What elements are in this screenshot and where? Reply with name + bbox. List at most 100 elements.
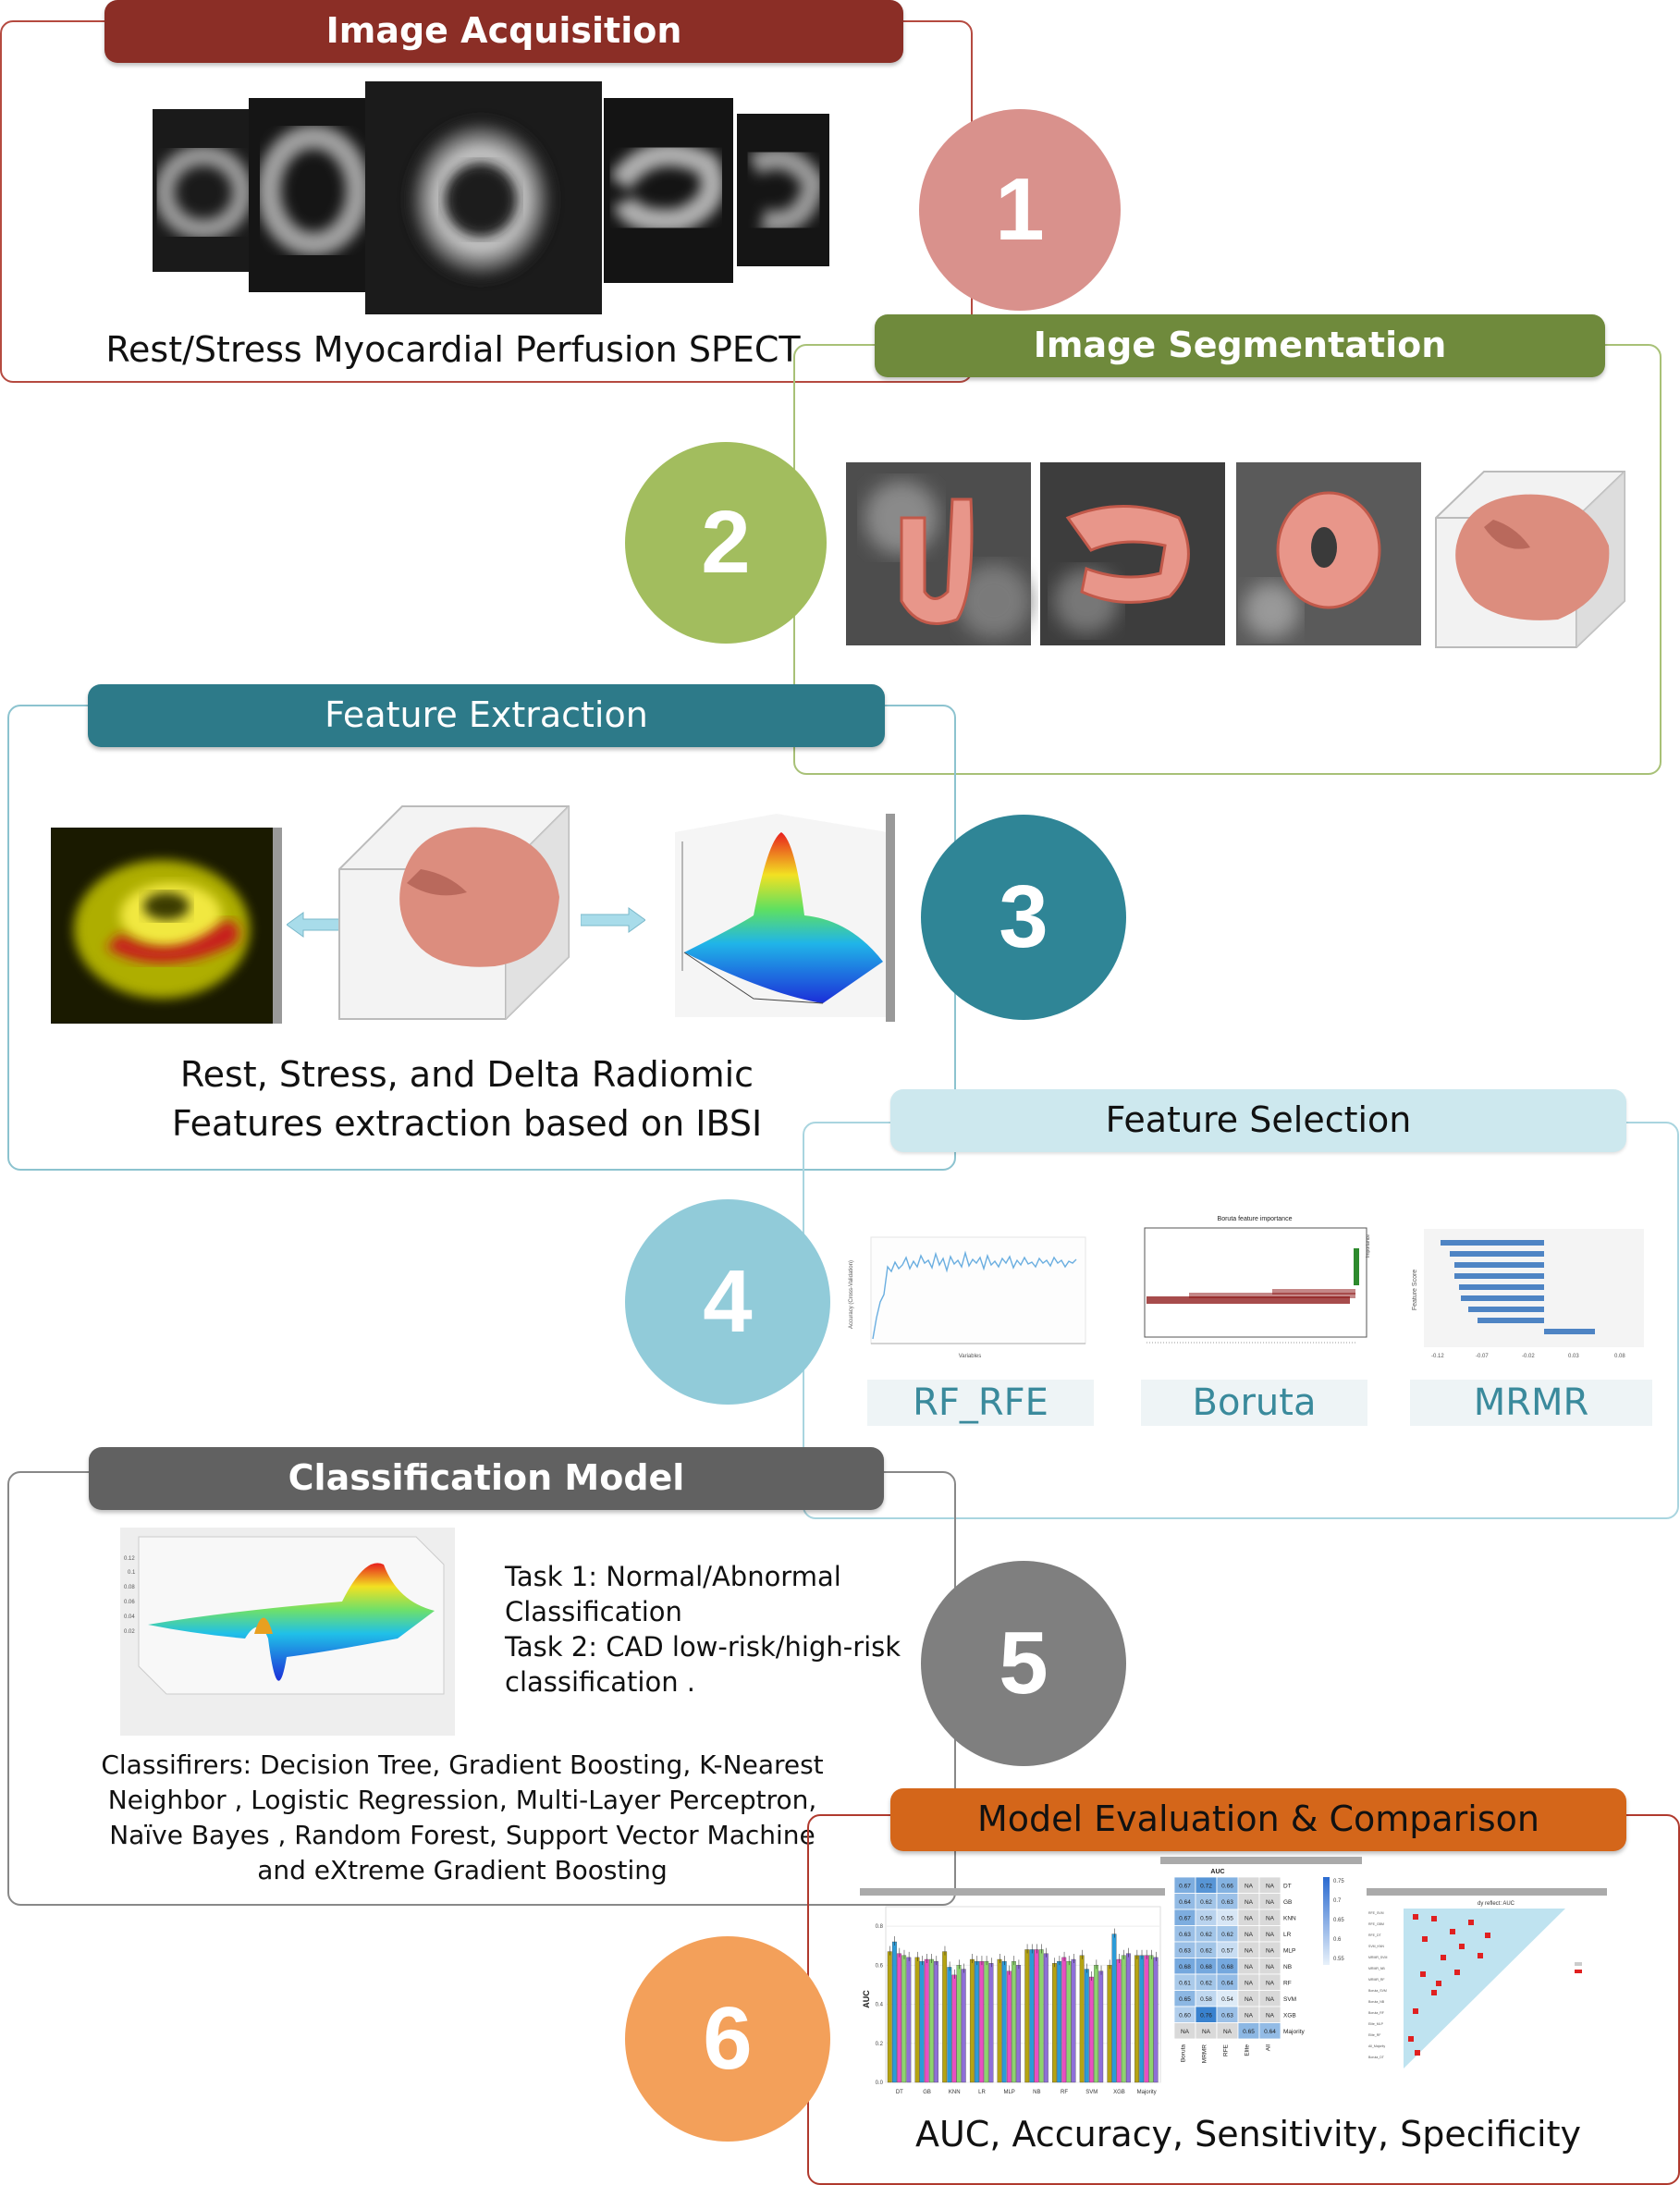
- chart-header-strip: [860, 1888, 1165, 1896]
- heatmap-legend-tick: 0.6: [1333, 1937, 1342, 1943]
- svg-text:All_Majority: All_Majority: [1368, 2044, 1385, 2048]
- heatmap-cell-value: 0.67: [1179, 1915, 1191, 1921]
- heatmap-cell-value: NA: [1202, 2029, 1211, 2035]
- bar: [1016, 1965, 1022, 2083]
- heatmap-cell-value: 0.62: [1200, 1932, 1212, 1938]
- step-3-circle: 3: [921, 815, 1126, 1020]
- heatmap-cell-value: NA: [1266, 1964, 1275, 1970]
- step-1-circle: 1: [919, 109, 1121, 311]
- heatmap-cell-value: NA: [1245, 1883, 1254, 1889]
- heatmap-cell-value: 0.62: [1221, 1932, 1233, 1938]
- heatmap-legend-tick: 0.55: [1333, 1957, 1344, 1962]
- heatmap-col-label: Elite: [1245, 2044, 1251, 2056]
- bar: [887, 1951, 892, 2083]
- svg-text:RFE_DT: RFE_DT: [1368, 1933, 1381, 1937]
- y-tick-label: 0.2: [876, 2042, 884, 2047]
- svg-text:0.03: 0.03: [1568, 1354, 1579, 1359]
- heatmap-cell-value: NA: [1245, 1980, 1254, 1986]
- svg-text:RFE_GBM: RFE_GBM: [1368, 1922, 1384, 1926]
- heatmap-cell-value: 0.68: [1221, 1964, 1233, 1970]
- bar: [975, 1960, 979, 2083]
- heatmap-cell-value: NA: [1245, 2012, 1254, 2019]
- heatmap-cell-value: 0.63: [1221, 1899, 1233, 1906]
- heatmap-row-label: Majority: [1283, 2029, 1306, 2035]
- extraction-title: Feature Extraction: [325, 694, 648, 735]
- selection-banner: Feature Selection: [890, 1089, 1626, 1152]
- bar: [1034, 1949, 1039, 2083]
- boruta-plot-title: Boruta feature importance: [1218, 1216, 1293, 1222]
- bar: [1071, 1958, 1076, 2083]
- bar: [1134, 1955, 1139, 2083]
- bar: [1098, 1970, 1104, 2083]
- acquisition-title: Image Acquisition: [325, 10, 682, 51]
- heatmap-slice-image: [51, 828, 282, 1024]
- bar: [1057, 1960, 1062, 2083]
- bar: [1079, 1955, 1085, 2083]
- bar: [984, 1960, 989, 2083]
- heatmap-title: AUC: [1210, 1869, 1224, 1875]
- bar: [1029, 1949, 1035, 2083]
- bar: [1006, 1970, 1012, 2083]
- classification-title: Classification Model: [288, 1457, 685, 1498]
- y-tick-label: 0.8: [876, 1924, 884, 1930]
- x-tick-label: SVM: [1085, 2090, 1098, 2095]
- heatmap-cell-value: 0.64: [1264, 2029, 1276, 2035]
- heatmap-cell-value: NA: [1245, 1932, 1254, 1938]
- heatmap-cell-value: NA: [1266, 1899, 1275, 1906]
- mrmr-plot-image: Feature Score -0.12 -0.07 -0.02 0.03 0.0…: [1404, 1225, 1649, 1362]
- heatmap-cell-value: 0.76: [1200, 2012, 1212, 2019]
- step-6-number: 6: [703, 1989, 753, 2088]
- bar: [947, 1967, 952, 2083]
- heatmap-cell-value: 0.67: [1179, 1883, 1191, 1889]
- heatmap-cell-value: 0.62: [1200, 1980, 1212, 1986]
- bar: [961, 1969, 966, 2083]
- classification-surface-image: 0.120.10.08 0.060.040.02: [120, 1528, 455, 1736]
- heatmap-cell-value: 0.64: [1179, 1899, 1191, 1906]
- bar: [969, 1958, 975, 2083]
- x-tick-label: MLP: [1003, 2090, 1014, 2095]
- x-tick-label: GB: [923, 2090, 931, 2095]
- svg-text:0.08: 0.08: [1614, 1354, 1625, 1359]
- x-tick-label: DT: [896, 2090, 903, 2095]
- svg-text:Elite_RF: Elite_RF: [1368, 2033, 1380, 2037]
- svg-text:MRMR_SVM: MRMR_SVM: [1368, 1956, 1388, 1959]
- heart-3d-icon: [338, 805, 570, 1020]
- heatmap-cell-value: 0.68: [1179, 1964, 1191, 1970]
- heatmap-row-label: SVM: [1283, 1996, 1296, 2003]
- bar: [919, 1960, 925, 2083]
- classification-banner: Classification Model: [89, 1447, 884, 1510]
- x-tick-label: NB: [1033, 2090, 1040, 2095]
- heatmap-cell-value: 0.63: [1221, 2012, 1233, 2019]
- segmentation-title: Image Segmentation: [1033, 325, 1447, 365]
- heart-3d-icon: [1435, 471, 1625, 648]
- step-5-number: 5: [999, 1614, 1048, 1712]
- heatmap-cell-value: NA: [1266, 1915, 1275, 1921]
- method-mrmr-label: MRMR: [1410, 1380, 1652, 1426]
- bar: [1094, 1965, 1099, 2083]
- segmentation-overlay-image: [846, 462, 1625, 648]
- bar: [914, 1957, 920, 2083]
- heatmap-cell-value: 0.62: [1200, 1899, 1212, 1906]
- heatmap-cell-value: 0.55: [1221, 1915, 1233, 1921]
- classifiers-line4: and eXtreme Gradient Boosting: [257, 1855, 668, 1885]
- bar: [928, 1958, 934, 2083]
- svg-text:RFE_SVM: RFE_SVM: [1368, 1911, 1384, 1915]
- heatmap-cell-value: NA: [1266, 1996, 1275, 2003]
- heatmap-col-label: Boruta: [1181, 2044, 1187, 2063]
- x-tick-label: LR: [978, 2090, 986, 2095]
- svg-text:Boruta_RF: Boruta_RF: [1368, 2011, 1384, 2015]
- x-tick-label: RF: [1061, 2090, 1068, 2095]
- step-3-number: 3: [999, 867, 1048, 966]
- step-2-circle: 2: [625, 442, 827, 644]
- task1-line2: Classification: [505, 1596, 682, 1627]
- bar: [1144, 1955, 1149, 2083]
- heatmap-col-label: All: [1266, 2044, 1272, 2051]
- svg-text:Feature Score: Feature Score: [1412, 1270, 1418, 1310]
- step-4-circle: 4: [625, 1199, 830, 1405]
- heatmap-row-label: LR: [1283, 1932, 1292, 1938]
- bar: [906, 1957, 912, 2083]
- heatmap-row-label: NB: [1283, 1964, 1292, 1970]
- bar: [1089, 1976, 1094, 2083]
- heatmap-legend-tick: 0.65: [1333, 1918, 1344, 1923]
